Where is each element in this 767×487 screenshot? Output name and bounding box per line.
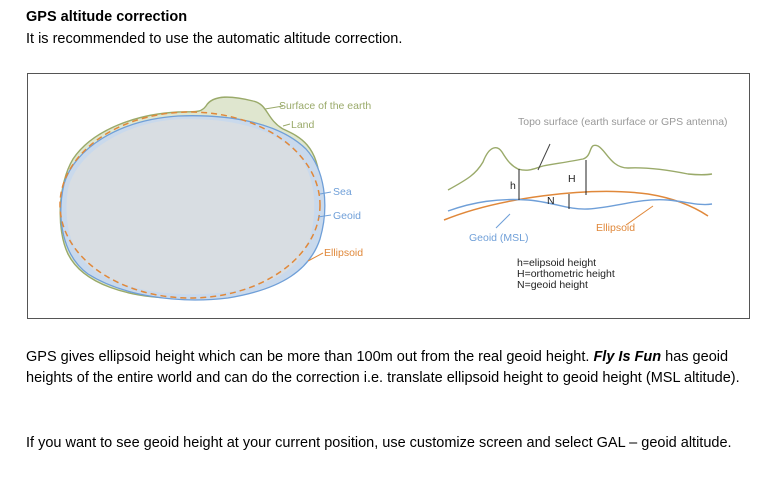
legend-line-1: h=elipsoid height: [517, 257, 596, 269]
para1-after: has geoid heights of the entire world an…: [26, 349, 740, 386]
geoid-curve: [447, 198, 713, 212]
altitude-diagram: Surface of the earth Land Sea Geoid Elli…: [27, 73, 750, 319]
label-sea: Sea: [333, 186, 352, 198]
ellipsoid-explanation: GPS gives ellipsoid height which can be …: [26, 347, 756, 389]
label-ellipsoid-right: Ellipsoid: [596, 222, 635, 234]
body-shape: [66, 118, 315, 295]
label-ellipsoid-left: Ellipsoid: [324, 247, 363, 259]
ellipsoid-shape: [59, 111, 321, 299]
geoid-instruction: If you want to see geoid height at your …: [26, 435, 732, 451]
ellipsoid-curve: [443, 190, 709, 221]
land-leader: [282, 123, 291, 127]
legend-line-2: H=orthometric height: [517, 268, 615, 280]
label-topo: Topo surface (earth surface or GPS anten…: [518, 116, 728, 128]
diagram-svg: Surface of the earth Land Sea Geoid Elli…: [59, 96, 728, 301]
sea-leader: [319, 191, 332, 195]
label-geoid-msl: Geoid (MSL): [469, 232, 529, 244]
ellipsoid-leader: [307, 252, 324, 262]
surface-leader: [264, 105, 284, 110]
brand-name: Fly Is Fun: [593, 349, 662, 365]
para1-before: GPS gives ellipsoid height which can be …: [26, 349, 594, 365]
label-H: H: [568, 173, 576, 185]
label-N: N: [547, 195, 555, 207]
label-surface: Surface of the earth: [279, 100, 371, 112]
geoid-leader: [317, 214, 332, 218]
topo-line: [447, 144, 713, 191]
label-h: h: [510, 180, 516, 192]
topo-leader: [537, 143, 551, 171]
page-title: GPS altitude correction: [26, 9, 188, 25]
label-geoid: Geoid: [333, 210, 361, 222]
label-land: Land: [291, 119, 315, 131]
ellipsoid-right-leader: [625, 205, 654, 226]
geoid-msl-leader: [495, 213, 511, 229]
intro-text: It is recommended to use the automatic a…: [26, 31, 403, 47]
legend-line-3: N=geoid height: [517, 279, 588, 291]
